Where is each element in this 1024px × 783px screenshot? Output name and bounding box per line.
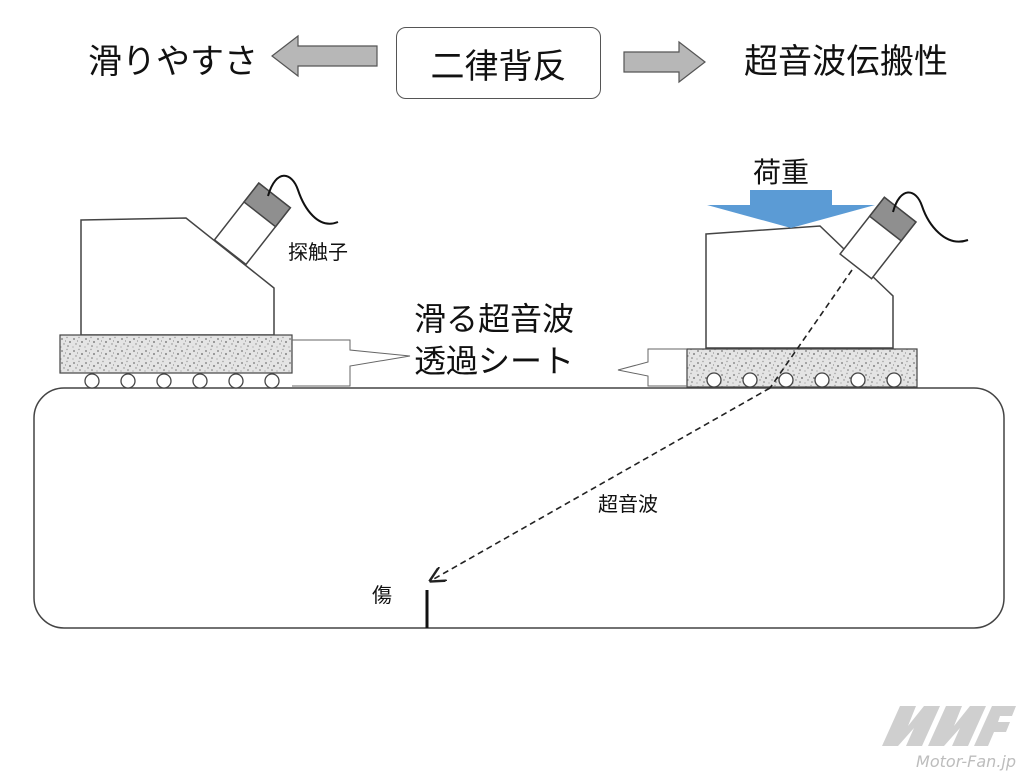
specimen-block (33, 387, 1005, 629)
ultrasound-label: 超音波 (598, 492, 658, 516)
sheet-label-line1: 滑る超音波 (414, 300, 575, 338)
leader-left (292, 339, 411, 387)
left-transducer (213, 182, 292, 266)
tradeoff-label: 二律背反 (430, 46, 567, 87)
leader-right (617, 348, 687, 387)
watermark-text: Motor-Fan.jp (916, 752, 1016, 771)
header-right-label: 超音波伝搬性 (744, 42, 948, 82)
load-label: 荷重 (753, 156, 810, 189)
load-arrow (707, 190, 875, 228)
left-sheet (59, 334, 293, 374)
beam-refracted (432, 387, 771, 580)
right-cable (892, 191, 969, 243)
right-arrow (623, 40, 706, 84)
left-device (59, 174, 339, 389)
beam-incident (769, 269, 853, 389)
left-probe-housing (80, 217, 275, 336)
right-device (686, 190, 969, 388)
sheet-label-line2: 透過シート (414, 342, 575, 380)
left-cable (267, 174, 339, 225)
right-transducer (839, 196, 917, 280)
tradeoff-box: 二律背反 (396, 27, 601, 99)
probe-label: 探触子 (288, 240, 348, 264)
header-left-label: 滑りやすさ (88, 42, 258, 82)
left-arrow (271, 34, 378, 78)
left-rollers (84, 373, 280, 389)
motor-fan-logo (882, 706, 1016, 746)
flaw-label: 傷 (372, 583, 392, 607)
right-rollers (706, 372, 902, 388)
right-sheet (686, 348, 918, 388)
